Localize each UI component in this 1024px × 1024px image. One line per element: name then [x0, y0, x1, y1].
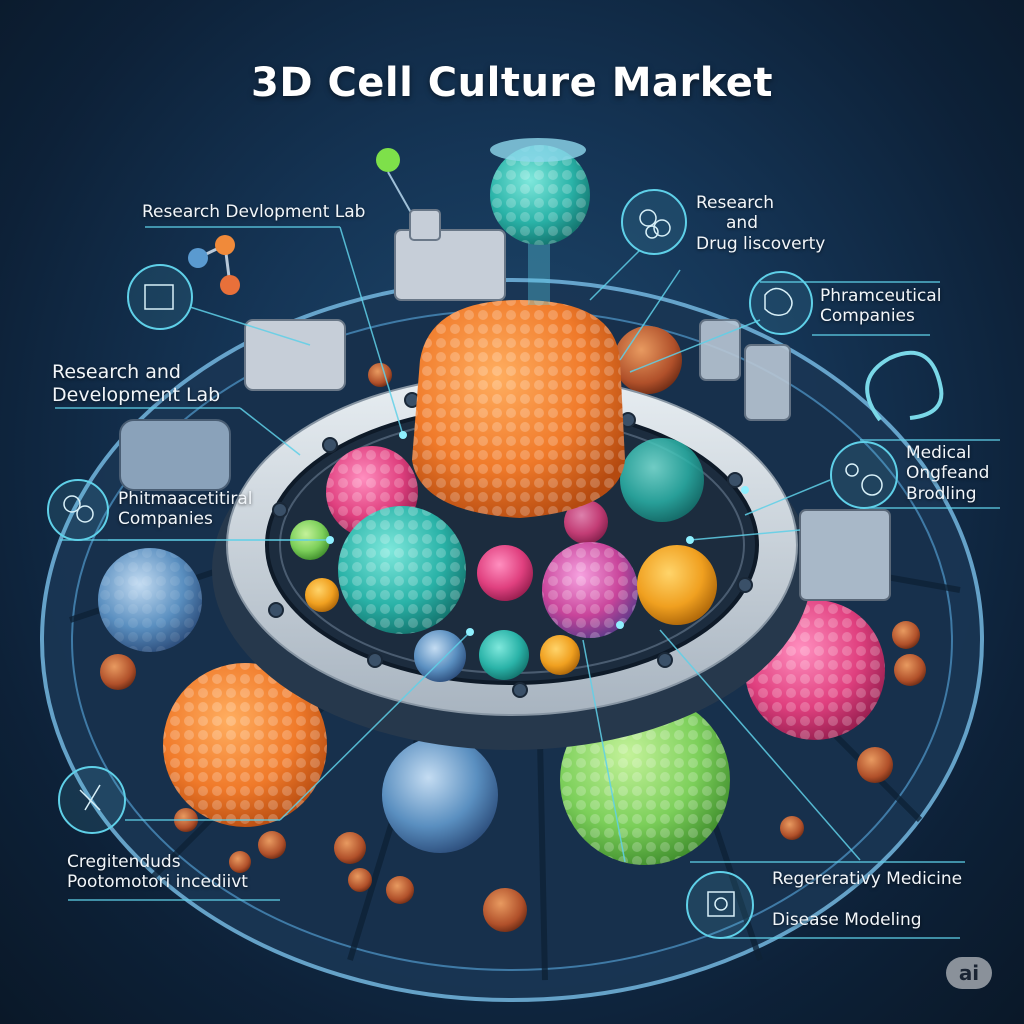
ai-badge: ai	[946, 957, 992, 989]
teal-frosted-cell	[620, 438, 704, 522]
equipment-icon	[686, 871, 754, 939]
blue-cell-bottom	[382, 737, 498, 853]
robotic-device-left	[119, 419, 231, 491]
label-research-and-development-lab: Research and Development Lab	[52, 361, 221, 406]
scientist-icon	[58, 766, 126, 834]
label-research-drug-discovery: Research and Drug liscoverty	[696, 193, 826, 254]
label-pharmaceutical-companies-right: Phramceutical Companies	[820, 286, 942, 327]
cell-division-icon	[830, 441, 898, 509]
label-research-development-lab: Research Devlopment Lab	[142, 202, 366, 222]
molecule-blue-atom	[188, 248, 208, 268]
lab-equipment-top	[394, 209, 506, 301]
label-pharmaceutical-companies-left: Phitmaacetitiral Companies	[118, 489, 253, 530]
cell-cluster-icon	[621, 189, 687, 255]
green-small-cell	[479, 630, 529, 680]
label-disease-modeling: Disease Modeling	[772, 910, 922, 930]
label-regenerative-medicine: Regererativy Medicine	[772, 869, 963, 889]
cell-splash-icon	[865, 350, 944, 422]
label-medical-modeling: Medical Ongfeand Brodling	[906, 443, 990, 504]
label-bottom-left: Cregitenduds Pootomotori incediivt	[67, 852, 248, 893]
lab-equipment-right-lower	[799, 509, 891, 601]
lab-equipment-left	[244, 319, 346, 391]
lab-machine-icon	[127, 264, 193, 330]
pink-small-cell	[477, 545, 533, 601]
molecule-orange-atom	[215, 235, 235, 255]
page-title: 3D Cell Culture Market	[250, 60, 773, 106]
world-map-icon	[749, 271, 813, 335]
green-ball	[376, 148, 400, 172]
lab-equipment-right	[699, 319, 791, 421]
grey-blue-cell	[414, 630, 466, 682]
small-yellow-cell	[305, 578, 339, 612]
yellow-spiky-cell	[637, 545, 717, 625]
